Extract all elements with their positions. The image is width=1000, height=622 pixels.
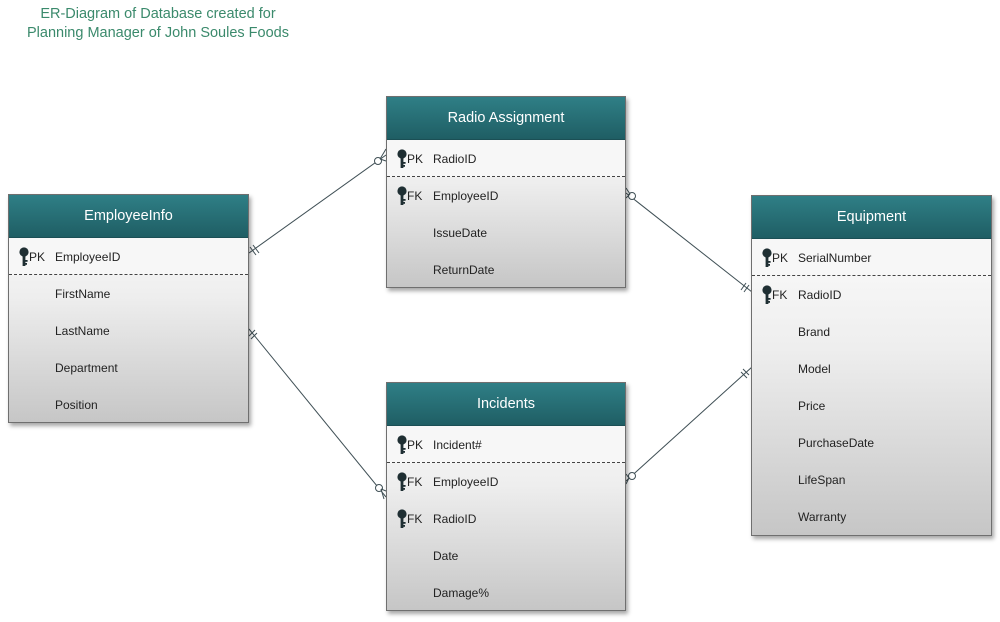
attribute-name: Model	[798, 362, 831, 376]
attribute-name: IssueDate	[433, 226, 488, 240]
key-icon	[396, 435, 408, 455]
zero-mark	[628, 472, 636, 480]
key-label: PK	[407, 152, 424, 166]
crow-foot	[625, 187, 631, 195]
crow-foot	[380, 488, 387, 492]
attribute-row[interactable]: Model	[752, 350, 991, 387]
attribute-name: EmployeeID	[55, 250, 121, 264]
relationship-incidents-equipment	[625, 366, 753, 482]
crow-foot	[625, 193, 631, 199]
key-icon	[396, 186, 408, 206]
key-label: FK	[407, 512, 423, 526]
attribute-row[interactable]: Date	[387, 537, 625, 574]
diagram-title: ER-Diagram of Database created for Plann…	[18, 5, 298, 43]
attribute-row[interactable]: Department	[9, 349, 248, 386]
attribute-row[interactable]: Brand	[752, 313, 991, 350]
crow-foot	[379, 158, 387, 162]
attribute-name: Incident#	[433, 438, 482, 452]
attribute-row[interactable]: IssueDate	[387, 214, 625, 251]
crow-foot	[625, 473, 630, 479]
relationship-employee-radio	[248, 154, 387, 254]
diagram-title-line-2: Planning Manager of John Soules Foods	[27, 25, 289, 41]
attribute-name: RadioID	[798, 288, 842, 302]
one-mark	[252, 244, 260, 254]
entity-header: EmployeeInfo	[9, 195, 248, 238]
attribute-row[interactable]: Position	[9, 386, 248, 423]
attribute-row[interactable]: LifeSpan	[752, 461, 991, 498]
key-label: PK	[29, 250, 46, 264]
entity-header: Incidents	[387, 383, 625, 426]
attribute-name: Date	[433, 549, 459, 563]
attribute-name: LifeSpan	[798, 473, 846, 487]
attribute-name: EmployeeID	[433, 475, 499, 489]
entity-radio-assignment[interactable]: Radio Assignment PK RadioID FK EmployeeID Is…	[386, 96, 626, 288]
attribute-row[interactable]: FK EmployeeID	[387, 463, 625, 500]
attribute-name: Price	[798, 399, 826, 413]
key-label: FK	[407, 475, 423, 489]
attribute-row[interactable]: Warranty	[752, 498, 991, 535]
attribute-name: RadioID	[433, 152, 477, 166]
primary-key-row[interactable]: PK SerialNumber	[752, 239, 991, 276]
attribute-row[interactable]: PurchaseDate	[752, 424, 991, 461]
one-mark	[743, 284, 750, 293]
relationship-employee-incidents	[248, 328, 387, 498]
key-icon	[761, 248, 773, 268]
attribute-name: SerialNumber	[798, 251, 872, 265]
attribute-name: Brand	[798, 325, 831, 339]
key-label: FK	[772, 288, 788, 302]
attribute-name: ReturnDate	[433, 263, 495, 277]
key-label: PK	[407, 438, 424, 452]
one-mark	[250, 332, 258, 340]
attribute-name: RadioID	[433, 512, 477, 526]
relationship-radio-equipment	[625, 192, 753, 293]
attribute-name: Position	[55, 398, 98, 412]
attribute-name: Warranty	[798, 510, 847, 524]
attribute-row[interactable]: LastName	[9, 312, 248, 349]
crow-foot	[379, 148, 387, 160]
key-icon	[396, 149, 408, 169]
one-mark	[249, 246, 257, 256]
attribute-row[interactable]: Damage%	[387, 574, 625, 611]
key-label: FK	[407, 189, 423, 203]
attribute-row[interactable]: FK RadioID	[387, 500, 625, 537]
attribute-row[interactable]: FK EmployeeID	[387, 177, 625, 214]
one-mark	[740, 371, 748, 379]
entity-incidents[interactable]: Incidents PK Incident# FK EmployeeID FK Radio…	[386, 382, 626, 611]
attribute-row[interactable]: FirstName	[9, 275, 248, 312]
key-icon	[18, 247, 30, 267]
entity-header: Equipment	[752, 196, 991, 239]
one-mark	[742, 368, 750, 376]
attribute-name: PurchaseDate	[798, 436, 875, 450]
key-icon	[396, 509, 408, 529]
zero-mark	[374, 157, 382, 165]
one-mark	[248, 329, 256, 337]
key-icon	[396, 472, 408, 492]
crow-foot	[625, 477, 630, 485]
attribute-name: Department	[55, 361, 118, 375]
diagram-title-line-1: ER-Diagram of Database created for	[40, 6, 276, 22]
key-label: PK	[772, 251, 789, 265]
primary-key-row[interactable]: PK RadioID	[387, 140, 625, 177]
primary-key-row[interactable]: PK Incident#	[387, 426, 625, 463]
crow-foot	[380, 488, 385, 500]
one-mark	[740, 282, 747, 291]
attribute-row[interactable]: ReturnDate	[387, 251, 625, 288]
attribute-name: Damage%	[433, 586, 490, 600]
attribute-name: EmployeeID	[433, 189, 499, 203]
attribute-name: LastName	[55, 324, 110, 338]
attribute-row[interactable]: FK RadioID	[752, 276, 991, 313]
key-icon	[761, 285, 773, 305]
attribute-row[interactable]: Price	[752, 387, 991, 424]
attribute-name: FirstName	[55, 287, 111, 301]
entity-header: Radio Assignment	[387, 97, 625, 140]
primary-key-row[interactable]: PK EmployeeID	[9, 238, 248, 275]
